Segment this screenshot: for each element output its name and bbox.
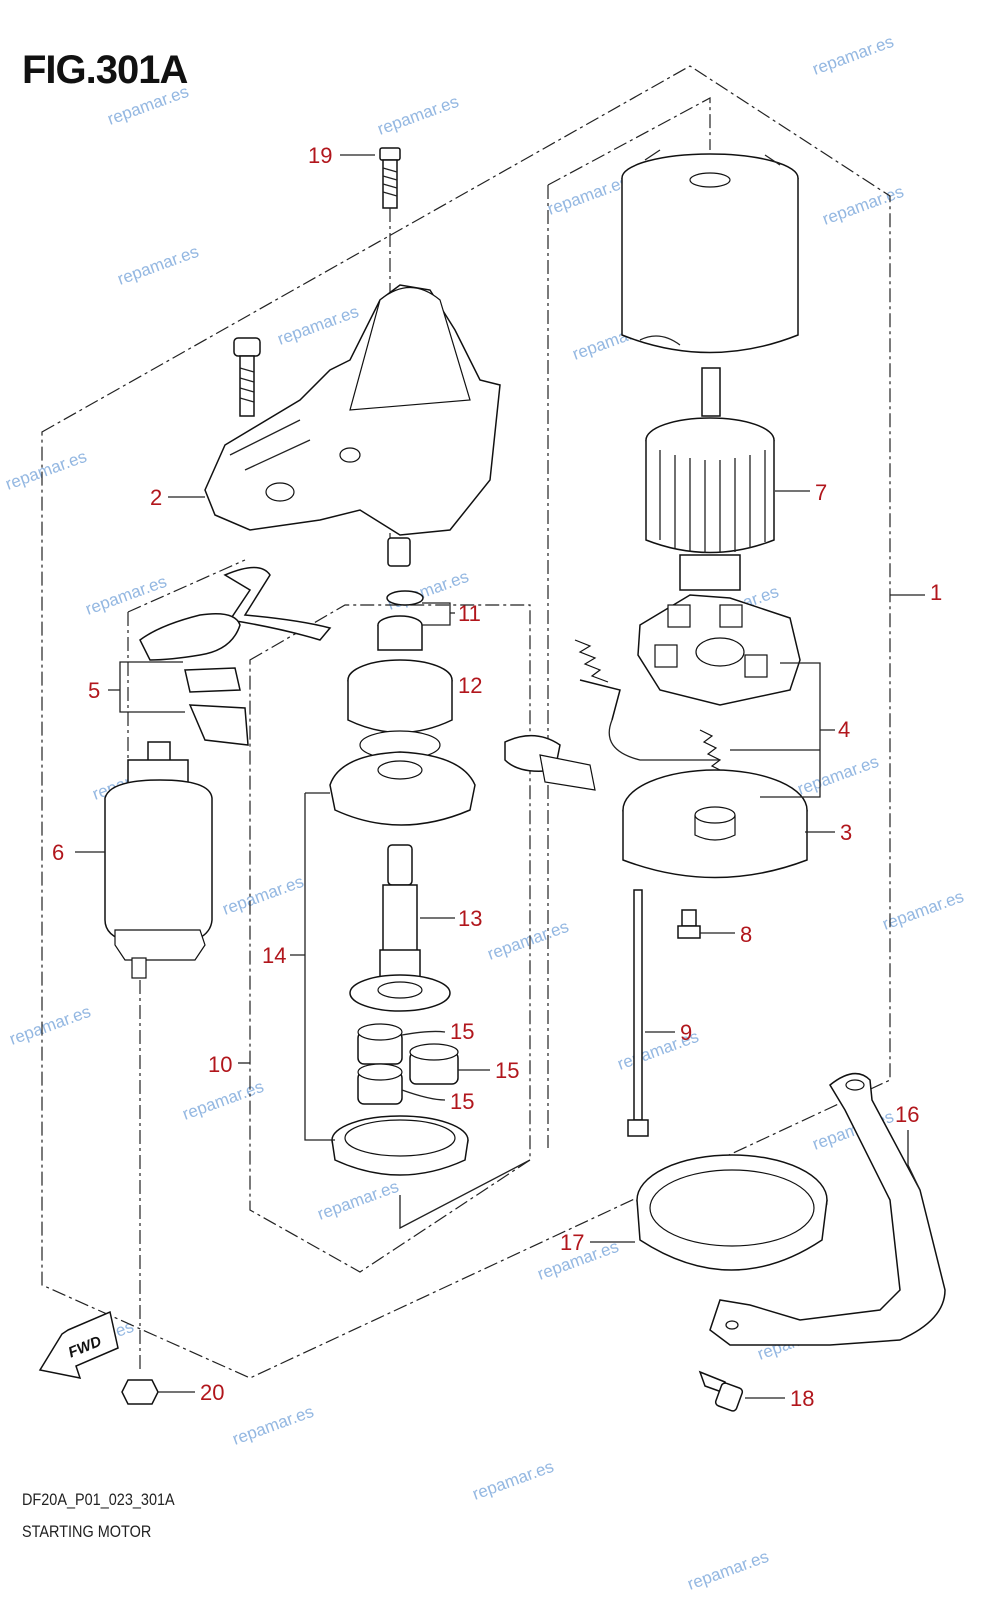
watermark: repamar.es [220,872,306,919]
planet-gear-15 [357,1063,403,1105]
callout-1: 1 [930,580,942,605]
watermark: repamar.es [795,752,881,799]
callout-15: 15 [450,1089,474,1114]
drive-group-outline [249,604,531,1273]
solenoid-6 [104,741,213,979]
brush-lead [504,679,720,791]
watermark: repamar.es [180,1077,266,1124]
callout-7: 7 [815,480,827,505]
drive-end-cap [329,730,476,826]
watermark: repamar.es [820,182,906,229]
watermark: repamar.es [115,242,201,289]
through-bolt-9 [627,889,649,1137]
bushing [387,537,411,567]
bolt-18 [698,1370,744,1412]
watermark: repamar.es [485,917,571,964]
callout-9: 9 [680,1020,692,1045]
figure-code: DF20A_P01_023_301A [22,1490,175,1509]
callout-6: 6 [52,840,64,865]
watermark: repamar.es [105,82,191,129]
callout-14: 14 [262,943,286,968]
watermark: repamar.es [3,447,89,494]
callout-15: 15 [495,1058,519,1083]
spring [574,639,609,683]
fwd-arrow: FWD [38,1310,119,1379]
callout-15: 15 [450,1019,474,1044]
callout-18: 18 [790,1386,814,1411]
figure-name: STARTING MOTOR [22,1522,152,1541]
callout-19: 19 [308,143,332,168]
figure-title: FIG.301A [22,48,188,92]
callout-13: 13 [458,906,482,931]
callout-20: 20 [200,1380,224,1405]
bracket-16 [709,1072,946,1346]
callout-3: 3 [840,820,852,845]
callout-16: 16 [895,1102,919,1127]
watermark: repamar.es [810,32,896,79]
callout-12: 12 [458,673,482,698]
watermark: repamar.es [375,92,461,139]
planet-gear-15 [409,1043,459,1085]
watermark: repamar.es [315,1177,401,1224]
internal-gear-ring [331,1115,469,1176]
watermark: repamar.es [230,1402,316,1449]
shaft-13 [349,844,451,1012]
nut-20 [121,1379,159,1405]
brush-holder-4 [637,594,801,706]
armature-7 [645,367,775,591]
leader-lines [75,154,925,1399]
housing-2 [204,284,501,536]
callout-labels: 1 2 3 4 5 6 7 8 9 10 11 12 13 14 15 15 1… [52,143,942,1411]
callout-17: 17 [560,1230,584,1255]
end-cap-3 [622,769,808,879]
band-17 [636,1154,828,1271]
assembly-outline [41,65,891,1379]
callout-4: 4 [838,717,850,742]
callout-5: 5 [88,678,100,703]
screw-8 [677,909,701,939]
lever-5 [139,566,332,746]
watermark: repamar.es [470,1457,556,1504]
solenoid-group-outline [127,559,246,613]
planet-gear-15 [357,1023,403,1065]
watermark: repamar.es [83,572,169,619]
yoke [621,149,799,354]
watermark: repamar.es [685,1547,771,1594]
watermark: repamar.es [7,1002,93,1049]
housing-bolt [233,337,261,417]
watermark: repamar.es [880,887,966,934]
callout-8: 8 [740,922,752,947]
callout-10: 10 [208,1052,232,1077]
callout-11: 11 [458,601,481,626]
armature-group-outline [547,96,711,186]
spring [699,729,725,773]
watermark: repamar.es [275,302,361,349]
pinion-12 [347,590,453,734]
watermark: repamar.es [545,172,631,219]
callout-2: 2 [150,485,162,510]
